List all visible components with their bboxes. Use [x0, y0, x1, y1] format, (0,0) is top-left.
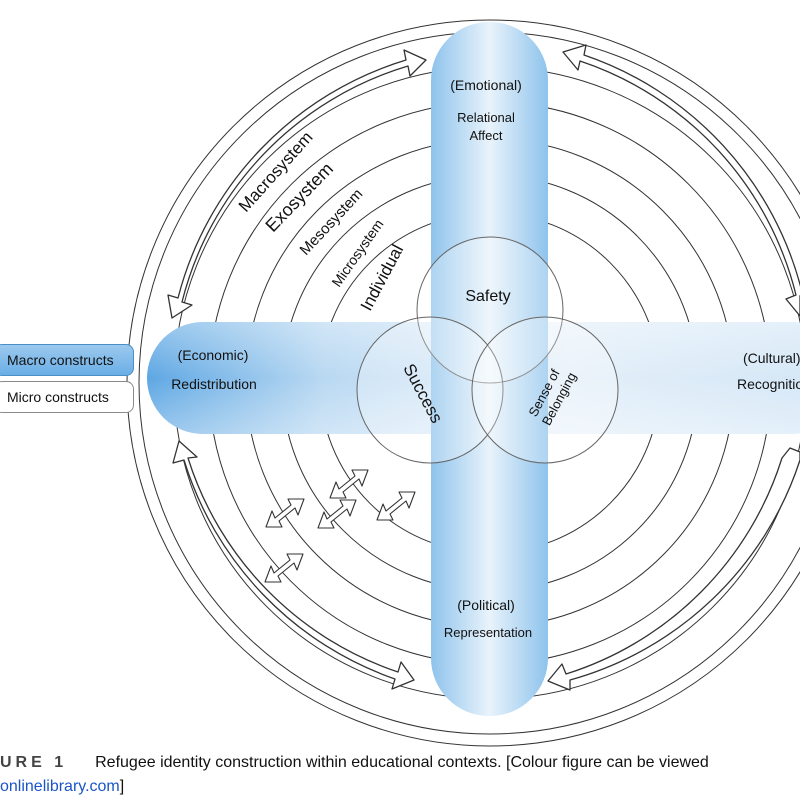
axis-labels: (Emotional) Relational Affect (Political… — [171, 77, 800, 640]
circle-success — [356, 316, 504, 464]
legend-micro-constructs: Micro constructs — [0, 381, 134, 413]
figure-caption: URE 1 Refugee identity construction withi… — [0, 754, 709, 772]
small-arrow-2-icon — [317, 499, 357, 529]
left-dimension-label: (Economic) — [178, 347, 249, 363]
right-construct-label: Recognition — [737, 376, 800, 392]
arrow-top-right-icon — [562, 44, 800, 317]
small-arrow-5-icon — [329, 469, 369, 499]
safety-label: Safety — [465, 288, 510, 305]
venn-circles — [356, 236, 619, 464]
caption-text: Refugee identity construction within edu… — [95, 754, 709, 771]
figure-label: URE 1 — [0, 754, 68, 771]
small-arrow-3-icon — [376, 491, 416, 521]
small-arrow-1-icon — [265, 498, 305, 528]
top-construct-line1: Relational — [457, 110, 515, 125]
circle-safety — [416, 236, 564, 384]
inner-arrows — [264, 469, 416, 583]
bottom-construct-label: Representation — [444, 625, 532, 640]
caption-bracket: ] — [119, 778, 125, 795]
left-construct-label: Redistribution — [171, 376, 257, 392]
arrow-top-left-icon — [167, 49, 427, 319]
right-dimension-label: (Cultural) — [743, 350, 800, 366]
arrow-bottom-right-icon — [547, 447, 800, 691]
circle-belonging — [471, 316, 619, 464]
legend-macro-constructs: Macro constructs — [0, 344, 134, 376]
top-dimension-label: (Emotional) — [450, 77, 522, 93]
vertical-bar — [431, 22, 548, 716]
small-arrow-4-icon — [264, 553, 304, 583]
top-construct-line2: Affect — [469, 128, 502, 143]
caption-link[interactable]: onlinelibrary.com — [0, 778, 120, 795]
bottom-dimension-label: (Political) — [457, 597, 515, 613]
caption-line-2: onlinelibrary.com] — [0, 778, 124, 796]
arrow-bottom-left-icon — [172, 440, 415, 690]
